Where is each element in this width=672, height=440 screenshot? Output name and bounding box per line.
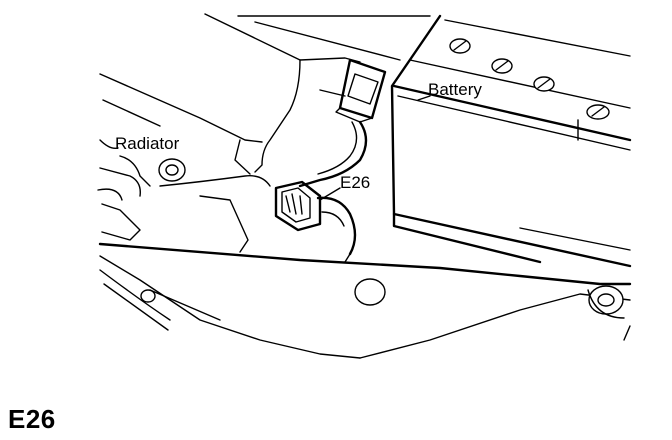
leader-lines: [319, 95, 431, 201]
connector-label: E26: [340, 173, 370, 192]
bracket-clip: [335, 58, 387, 123]
battery-cap-1: [449, 38, 471, 54]
battery-cap-3: [533, 76, 555, 92]
battery: [390, 14, 632, 268]
frame-cross-member: [98, 195, 632, 359]
battery-label: Battery: [428, 80, 482, 99]
radiator-area: [97, 139, 271, 201]
figure-caption: E26: [8, 404, 56, 434]
battery-cap-2: [491, 58, 513, 74]
battery-cap-4: [586, 104, 610, 120]
wiring-harness: [298, 120, 368, 188]
radiator-label: Radiator: [115, 134, 180, 153]
e26-connector: [274, 180, 357, 256]
